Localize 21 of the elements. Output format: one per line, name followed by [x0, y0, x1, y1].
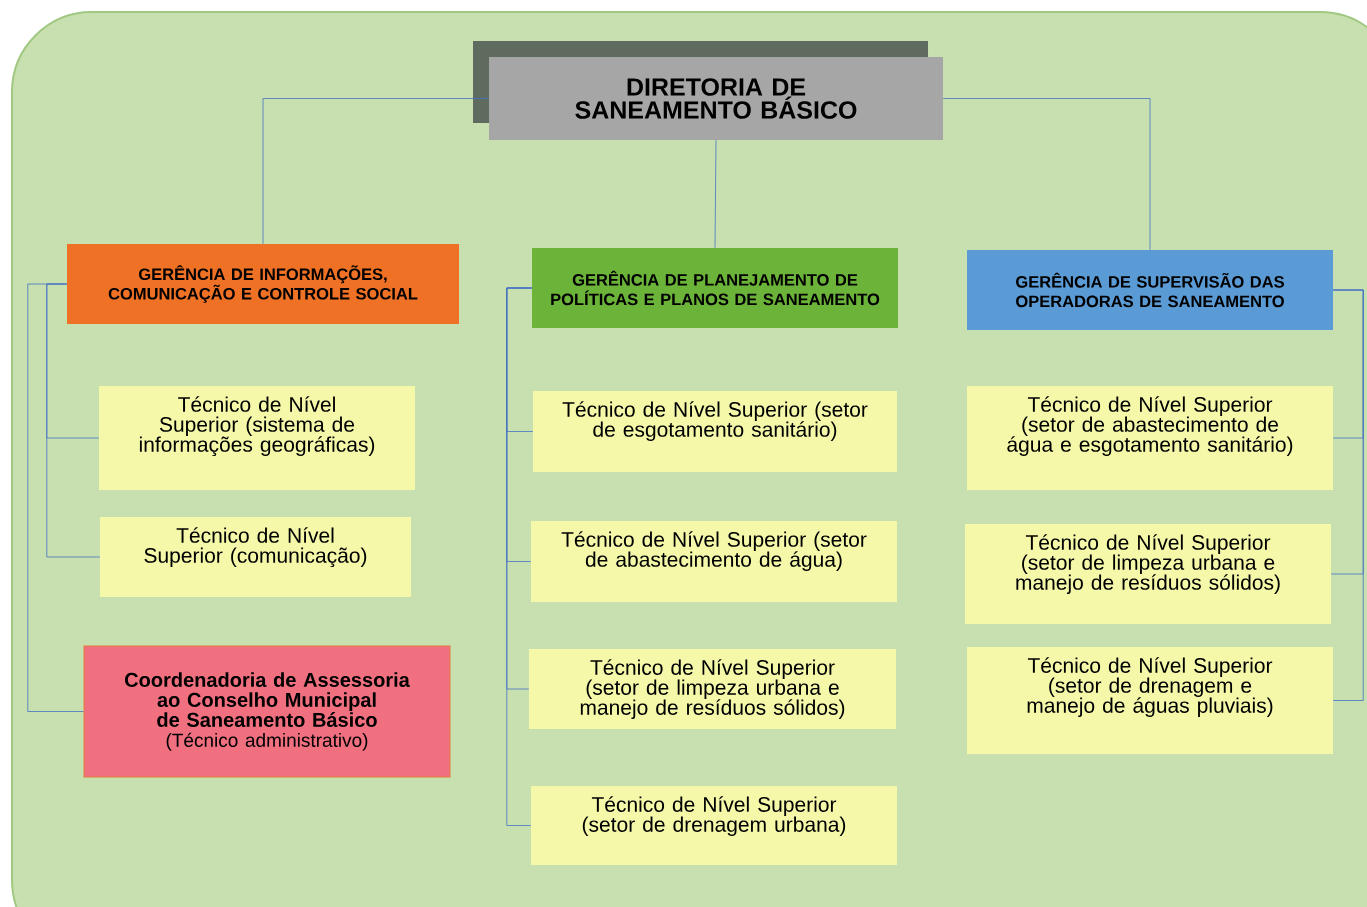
- connector-line: [506, 287, 533, 826]
- connector-line: [27, 283, 84, 712]
- department-box: GERÊNCIA DE PLANEJAMENTO DE POLÍTICAS E PLANOS DE SANEAMENTO: [532, 248, 898, 328]
- position-box: Técnico de Nível Superior (setor de limpeza urbana e manejo de resíduos sólidos): [965, 524, 1331, 624]
- department-box: GERÊNCIA DE INFORMAÇÕES, COMUNICAÇÃO E CONTROLE SOCIAL: [67, 244, 459, 324]
- position-box: Técnico de Nível Superior (setor de limpeza urbana e manejo de resíduos sólidos): [529, 649, 896, 729]
- position-box: Técnico de Nível Superior (setor de drenagem urbana): [531, 786, 897, 865]
- connector-line: [942, 98, 1151, 251]
- title-box: DIRETORIA DE SANEAMENTO BÁSICO: [489, 57, 943, 140]
- department-box: GERÊNCIA DE SUPERVISÃO DAS OPERADORAS DE SANEAMENTO: [967, 250, 1333, 330]
- connector-line: [46, 283, 101, 558]
- position-box: Técnico de Nível Superior (setor de abastecimento de água): [531, 521, 897, 602]
- position-box: Técnico de Nível Superior (sistema de informações geográficas): [99, 386, 415, 490]
- coordination-box: Coordenadoria de Assessoria ao Conselho Municipal de Saneamento Básico (Técnico administrativo): [83, 645, 451, 778]
- position-box: Técnico de Nível Superior (setor de esgotamento sanitário): [533, 391, 897, 472]
- position-box: Técnico de Nível Superior (setor de drenagem e manejo de águas pluviais): [967, 647, 1333, 754]
- connector-line: [1332, 289, 1364, 701]
- position-box: Técnico de Nível Superior (setor de abastecimento de água e esgotamento sanitário): [967, 386, 1333, 490]
- position-box: Técnico de Nível Superior (comunicação): [100, 517, 411, 597]
- connector-line: [262, 98, 490, 245]
- connector-line: [714, 139, 717, 249]
